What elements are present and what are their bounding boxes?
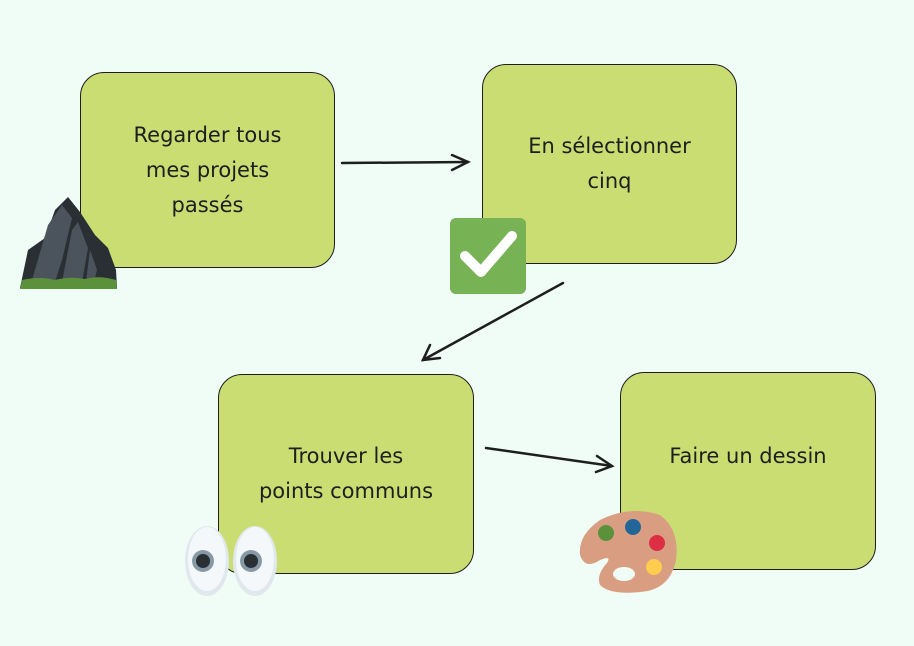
- arrow-3-to-4[interactable]: [484, 446, 615, 474]
- mountain-icon: [20, 197, 117, 289]
- step-box-1[interactable]: Regarder tous mes projets passés: [80, 72, 335, 268]
- eyes-icon: [185, 526, 277, 596]
- arrow-1-to-2[interactable]: [340, 153, 471, 172]
- arrow-2-to-3[interactable]: [420, 281, 565, 362]
- step-label-1: Regarder tous mes projets passés: [133, 122, 282, 217]
- check-mark-icon: [450, 218, 526, 294]
- step-label-4: Faire un dessin: [669, 443, 827, 468]
- step-label-3: Trouver les points communs: [258, 444, 434, 503]
- step-label-2: En sélectionner cinq: [528, 134, 691, 193]
- palette-icon: [579, 511, 677, 593]
